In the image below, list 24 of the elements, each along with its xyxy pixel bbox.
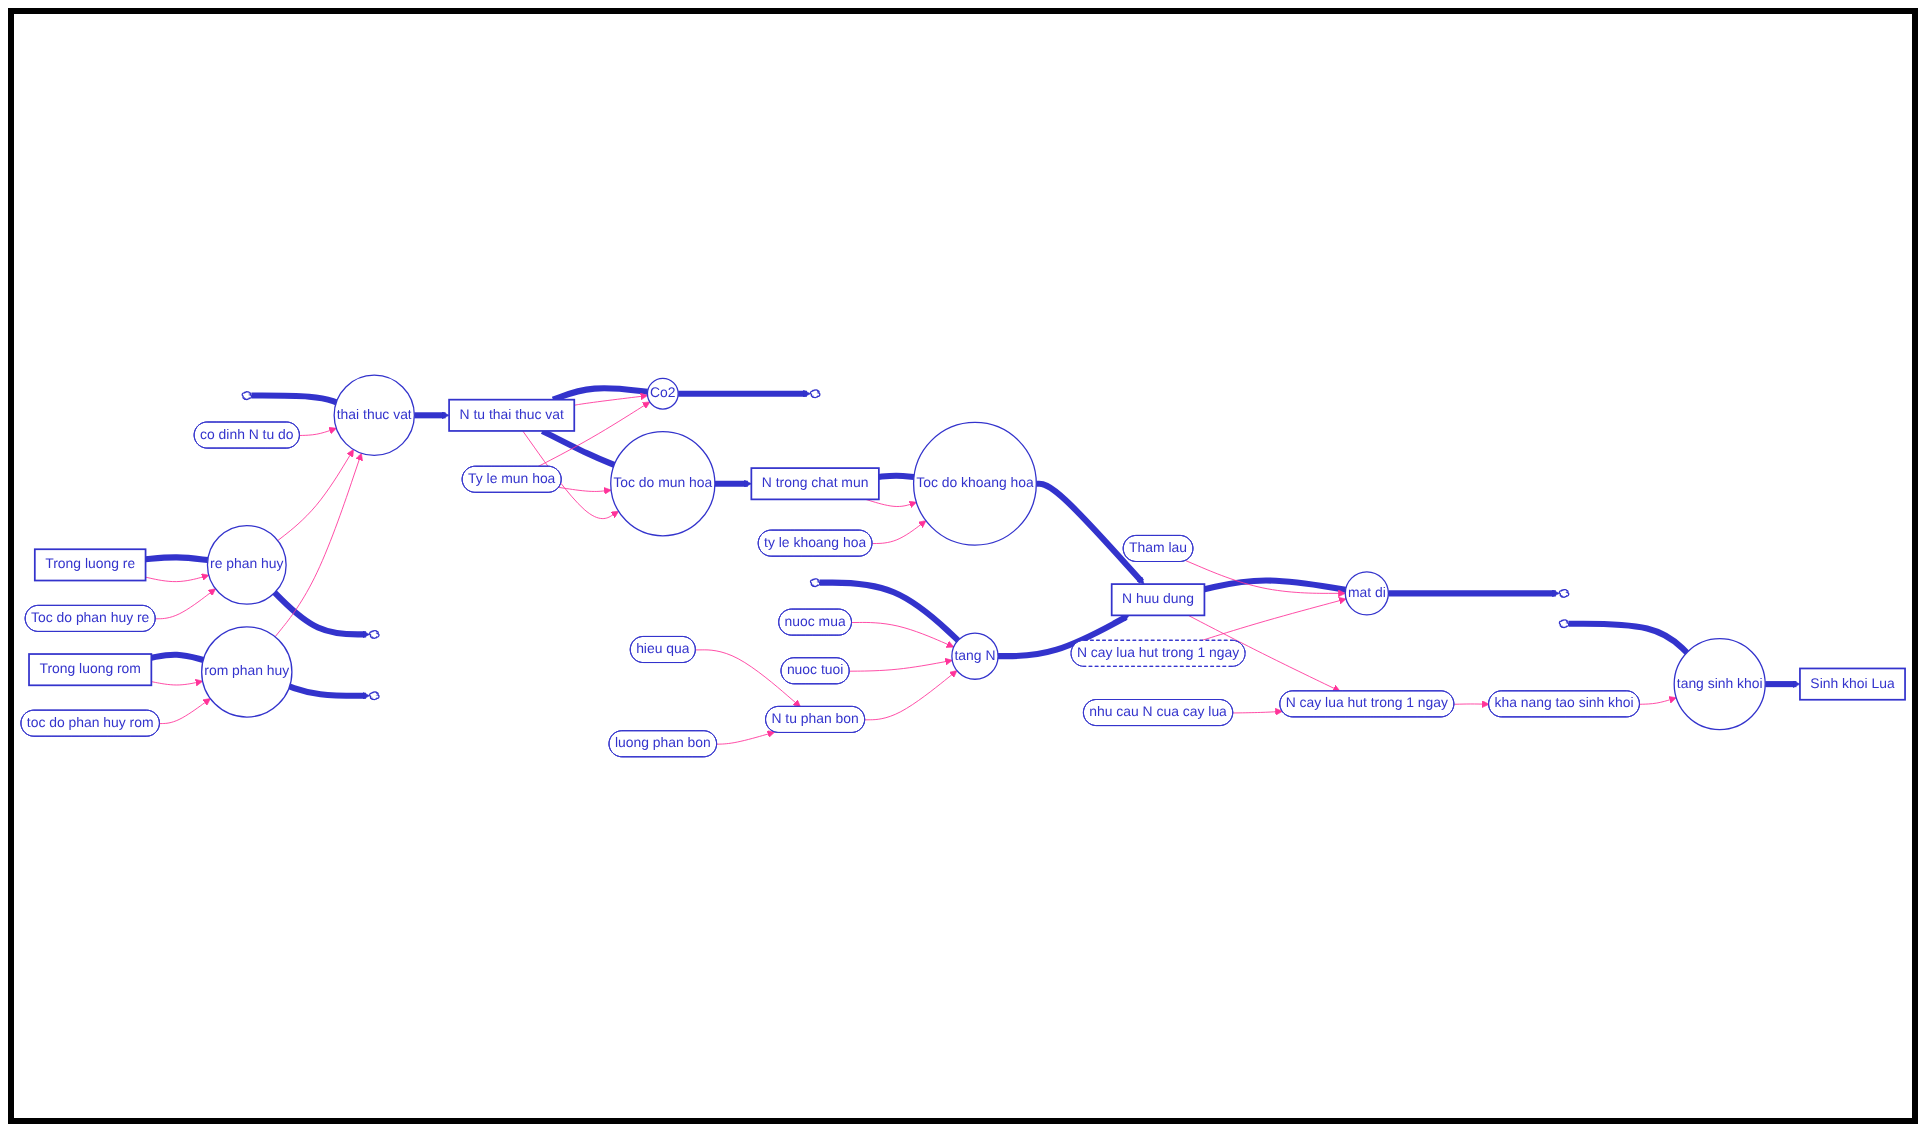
node-cloud [369,629,380,639]
node-cloud [1558,619,1570,629]
arrow [714,479,752,488]
arrow [1765,680,1801,688]
arrow [998,614,1130,660]
arrow [288,683,370,700]
node-cloud [241,391,253,401]
arrow [1388,589,1560,598]
node-cloud [369,691,380,701]
node-cloud [809,578,821,588]
connector [878,472,915,481]
arrow [1036,480,1145,585]
arrow [272,590,370,639]
arrow [678,389,811,398]
connector [1203,577,1347,593]
connector [540,428,616,468]
connector [1568,620,1689,655]
connector [145,554,209,564]
arrow [414,411,450,420]
connector [551,385,648,403]
node-cloud [1558,588,1570,598]
connector [150,651,205,663]
node-cloud [809,389,821,399]
connector [251,392,338,406]
